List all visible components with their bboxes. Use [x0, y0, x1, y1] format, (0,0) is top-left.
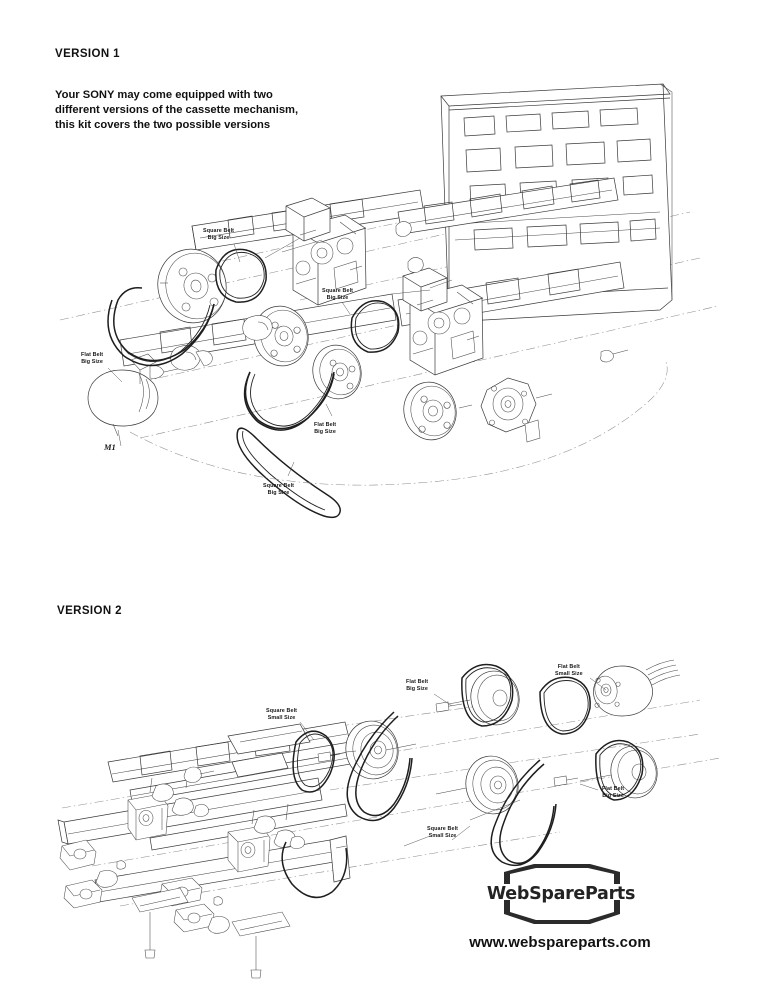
callout-flat-belt-big-1: Flat Belt Big Size — [81, 352, 103, 366]
hexagon-badge-icon — [504, 864, 620, 924]
v1-callout-leaders — [107, 237, 453, 477]
v2-deck-mechanisms — [127, 771, 305, 873]
callout-square-belt-big-1: Square Belt Big Size — [203, 228, 234, 242]
callout-line-2: Small Size — [428, 833, 457, 839]
motor-label-m1: M1 — [104, 442, 116, 452]
callout-line-2: Big Size — [267, 490, 290, 496]
v1-guide-curve — [129, 361, 668, 486]
callout-square-belt-big-3: Square Belt Big Size — [263, 483, 294, 497]
v2-chassis-deck — [57, 721, 363, 903]
callout-line-2: Small Size — [555, 671, 583, 677]
version1-exploded-diagram — [59, 83, 719, 519]
intro-paragraph: Your SONY may come equipped with two dif… — [55, 89, 299, 132]
v1-belt-flat-big-2 — [243, 371, 335, 431]
callout-line-2: Big Size — [602, 793, 624, 799]
callout-line-1: Flat Belt — [81, 352, 104, 358]
v1-flywheel-right — [403, 381, 473, 441]
v1-cassette-mechanism-a — [285, 197, 367, 306]
v1-flywheel-large — [157, 248, 227, 324]
v2-belt-flat-small-1 — [539, 676, 591, 735]
v2-flywheel-lower — [435, 755, 519, 815]
callout-line-1: Flat Belt — [602, 786, 625, 792]
v1-idler-pulleys — [170, 221, 629, 371]
callout-line-1: Square Belt — [203, 228, 235, 234]
v2-spindles — [183, 701, 579, 787]
callout-line-1: Flat Belt — [557, 664, 580, 670]
v2-flywheel-center — [437, 670, 520, 726]
callout-line-2: Big Size — [406, 686, 428, 692]
v1-motor-m1 — [87, 353, 183, 437]
v2-belt-flat-big-1 — [346, 711, 413, 822]
v2-flywheel-left — [345, 720, 417, 780]
logo-wordmark: WebSpareParts — [486, 884, 636, 904]
v1-belt-square-big-2 — [350, 300, 400, 353]
callout-line-1: Square Belt — [427, 826, 459, 832]
v1-belt-square-big-1 — [215, 248, 267, 303]
v2-belt-square-small-1 — [292, 730, 335, 793]
version-1-heading: VERSION 1 — [55, 48, 120, 60]
callout-line-2: Big Size — [207, 235, 230, 241]
callout-square-belt-big-2: Square Belt Big Size — [322, 288, 353, 302]
v2-belt-square-small-2 — [490, 759, 557, 867]
v1-cassette-mechanism-b — [402, 267, 484, 376]
callout-line-1: Square Belt — [266, 708, 298, 714]
callout-flat-belt-big-3: Flat Belt Big Size — [406, 679, 428, 693]
v2-bracket-parts — [59, 839, 291, 979]
website-url: www.webspareparts.com — [469, 934, 651, 951]
callout-square-belt-small-1: Square Belt Small Size — [266, 708, 297, 722]
v2-belt-flat-big-2 — [461, 663, 514, 727]
callout-flat-belt-big-4: Flat Belt Big Size — [602, 786, 624, 800]
v1-belts — [107, 248, 400, 519]
callout-line-2: Big Size — [326, 295, 349, 301]
v2-motor — [593, 659, 681, 717]
v2-belt-square-small-3 — [281, 841, 348, 899]
callout-line-1: Flat Belt — [406, 679, 429, 685]
brand-logo: WebSpareParts — [448, 862, 674, 948]
callout-line-1: Square Belt — [322, 288, 354, 294]
version-2-heading: VERSION 2 — [57, 605, 122, 617]
callout-line-2: Big Size — [314, 429, 336, 435]
v2-callout-leaders — [299, 677, 607, 847]
v1-flywheel-small — [312, 344, 362, 400]
callout-square-belt-small-2: Square Belt Small Size — [427, 826, 458, 840]
v1-motor-right — [480, 377, 553, 443]
callout-flat-belt-small-1: Flat Belt Small Size — [555, 664, 583, 678]
callout-flat-belt-big-2: Flat Belt Big Size — [314, 422, 336, 436]
callout-line-2: Big Size — [81, 359, 103, 365]
callout-line-2: Small Size — [267, 715, 296, 721]
v1-belt-square-big-3 — [236, 427, 341, 519]
callout-line-1: Square Belt — [263, 483, 295, 489]
callout-line-1: Flat Belt — [314, 422, 337, 428]
